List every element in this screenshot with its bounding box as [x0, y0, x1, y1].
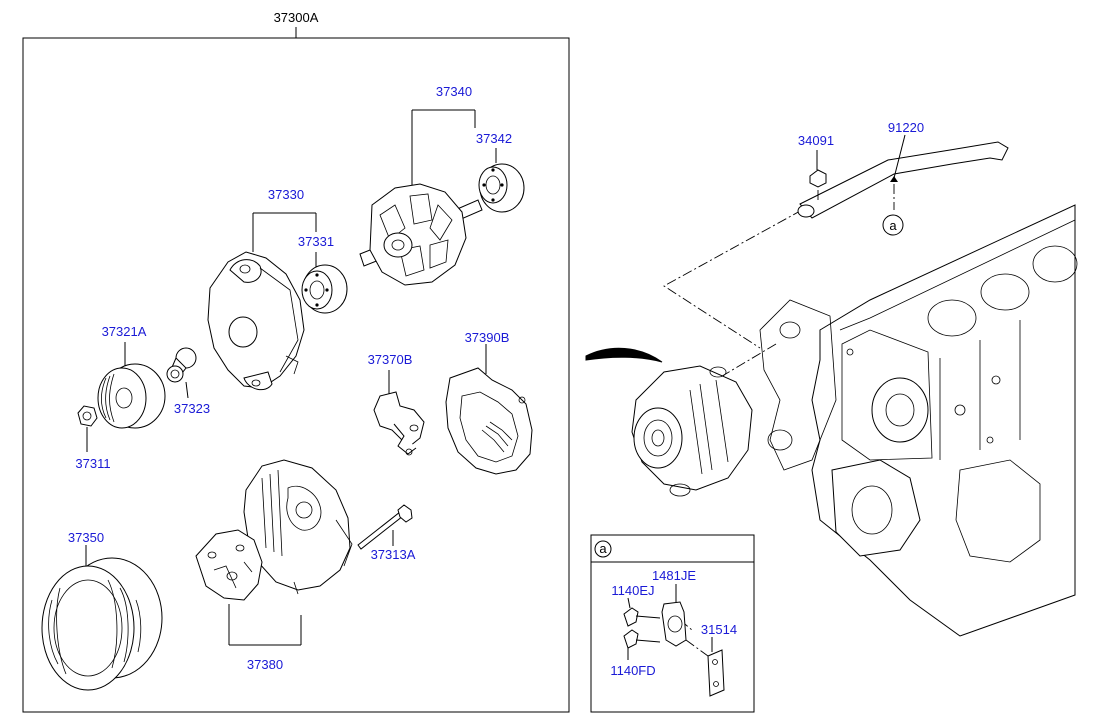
label-31514[interactable]: 31514	[701, 622, 737, 637]
installed-alternator-drawing	[631, 365, 753, 497]
leader-line-lower	[701, 343, 777, 389]
stator-drawing	[41, 545, 163, 691]
label-1481JE[interactable]: 1481JE	[652, 568, 696, 583]
label-37380[interactable]: 37380	[247, 657, 283, 672]
label-37311[interactable]: 37311	[75, 456, 110, 471]
tube-drawing	[797, 134, 1009, 236]
label-1140FD[interactable]: 1140FD	[610, 663, 655, 678]
callout-marker-a[interactable]: a	[889, 218, 897, 233]
direction-arrow	[585, 347, 663, 363]
callout-box	[590, 534, 755, 713]
clamp-drawing	[623, 584, 725, 697]
label-37323[interactable]: 37323	[174, 401, 210, 416]
label-34091[interactable]: 34091	[798, 133, 834, 148]
label-37321A[interactable]: 37321A	[102, 324, 147, 339]
leader-line-upper	[663, 209, 803, 349]
rotor-drawing	[359, 109, 525, 286]
rear-housing-drawing	[195, 459, 353, 646]
label-37330[interactable]: 37330	[268, 187, 304, 202]
rear-cover-drawing	[445, 344, 533, 475]
brush-holder-drawing	[373, 370, 425, 456]
front-housing-drawing	[207, 212, 348, 391]
label-1140EJ[interactable]: 1140EJ	[611, 583, 654, 598]
label-37350[interactable]: 37350	[68, 530, 104, 545]
label-37370B[interactable]: 37370B	[368, 352, 413, 367]
callout-box-marker: a	[599, 541, 607, 556]
label-37313A[interactable]: 37313A	[371, 547, 416, 562]
label-37340[interactable]: 37340	[436, 84, 472, 99]
assembly-label[interactable]: 37300A	[274, 10, 319, 25]
through-bolt-drawing	[357, 504, 413, 550]
label-91220[interactable]: 91220	[888, 120, 924, 135]
label-37331[interactable]: 37331	[298, 234, 334, 249]
pulley-drawing	[77, 342, 197, 452]
label-37390B[interactable]: 37390B	[465, 330, 510, 345]
label-37342[interactable]: 37342	[476, 131, 512, 146]
engine-block-drawing	[759, 204, 1078, 637]
